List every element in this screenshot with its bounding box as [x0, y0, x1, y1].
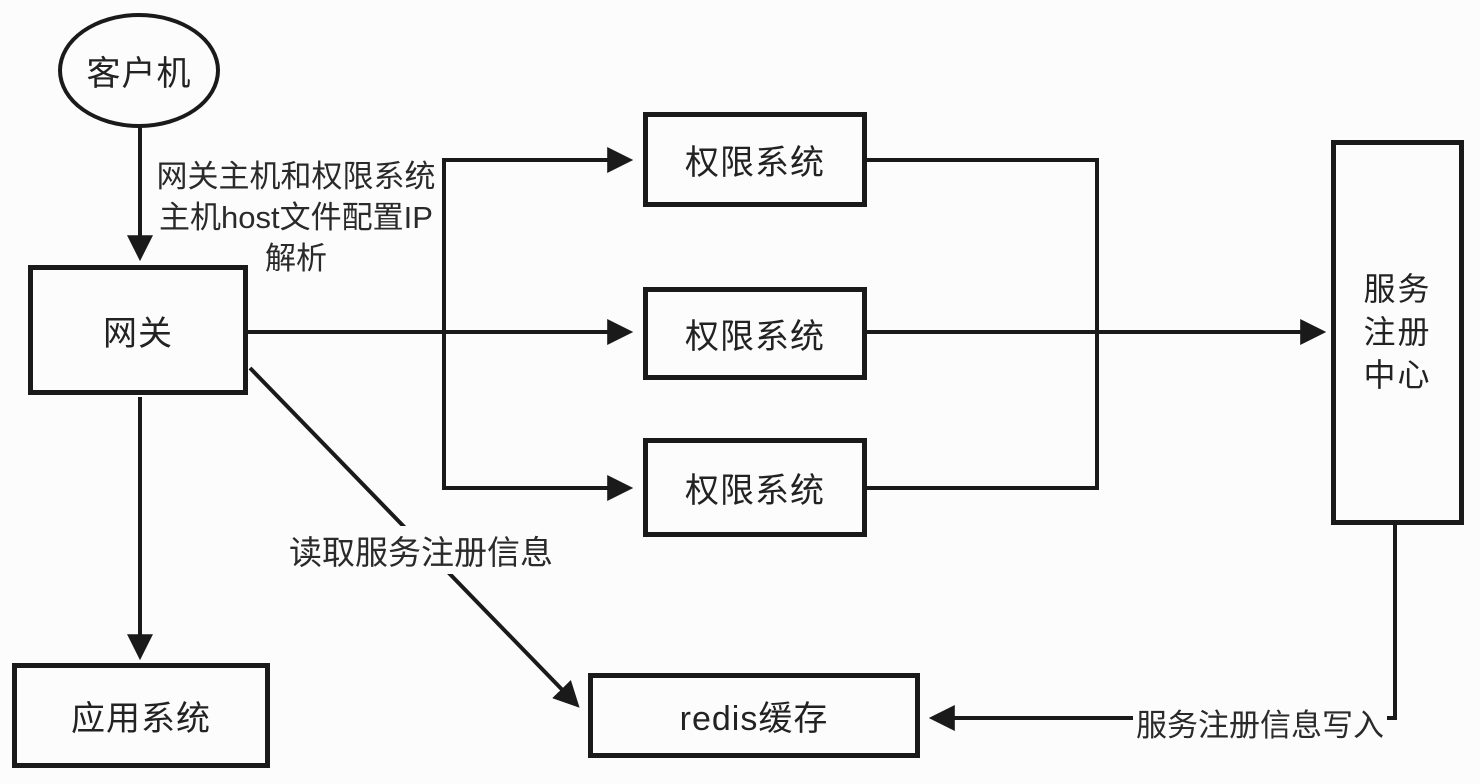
node-app-system: 应用系统 [12, 663, 270, 768]
node-perm-system-3-label: 权限系统 [685, 472, 825, 510]
node-perm-system-1-label: 权限系统 [685, 144, 825, 182]
node-perm-system-1: 权限系统 [643, 112, 867, 207]
node-gateway: 网关 [28, 265, 248, 395]
node-client-label: 客户机 [86, 55, 192, 93]
edge-registry-redis [928, 525, 1397, 731]
node-app-system-label: 应用系统 [71, 700, 211, 738]
node-client: 客户机 [58, 13, 220, 128]
node-service-registry: 服务 注册 中心 [1331, 140, 1464, 525]
node-gateway-label: 网关 [103, 314, 173, 353]
edge-label-host-config: 网关主机和权限系统 主机host文件配置IP 解析 [156, 159, 436, 276]
edge-label-read-registry: 读取服务注册信息 [286, 526, 556, 574]
edge-label-write-registry: 服务注册信息写入 [1133, 700, 1387, 745]
node-perm-system-2-label: 权限系统 [685, 318, 825, 356]
node-redis-cache: redis缓存 [588, 673, 920, 758]
node-perm-system-3: 权限系统 [643, 438, 867, 537]
node-perm-system-2: 权限系统 [643, 287, 867, 380]
node-redis-cache-label: redis缓存 [679, 700, 829, 738]
node-service-registry-label: 服务 注册 中心 [1363, 271, 1432, 393]
